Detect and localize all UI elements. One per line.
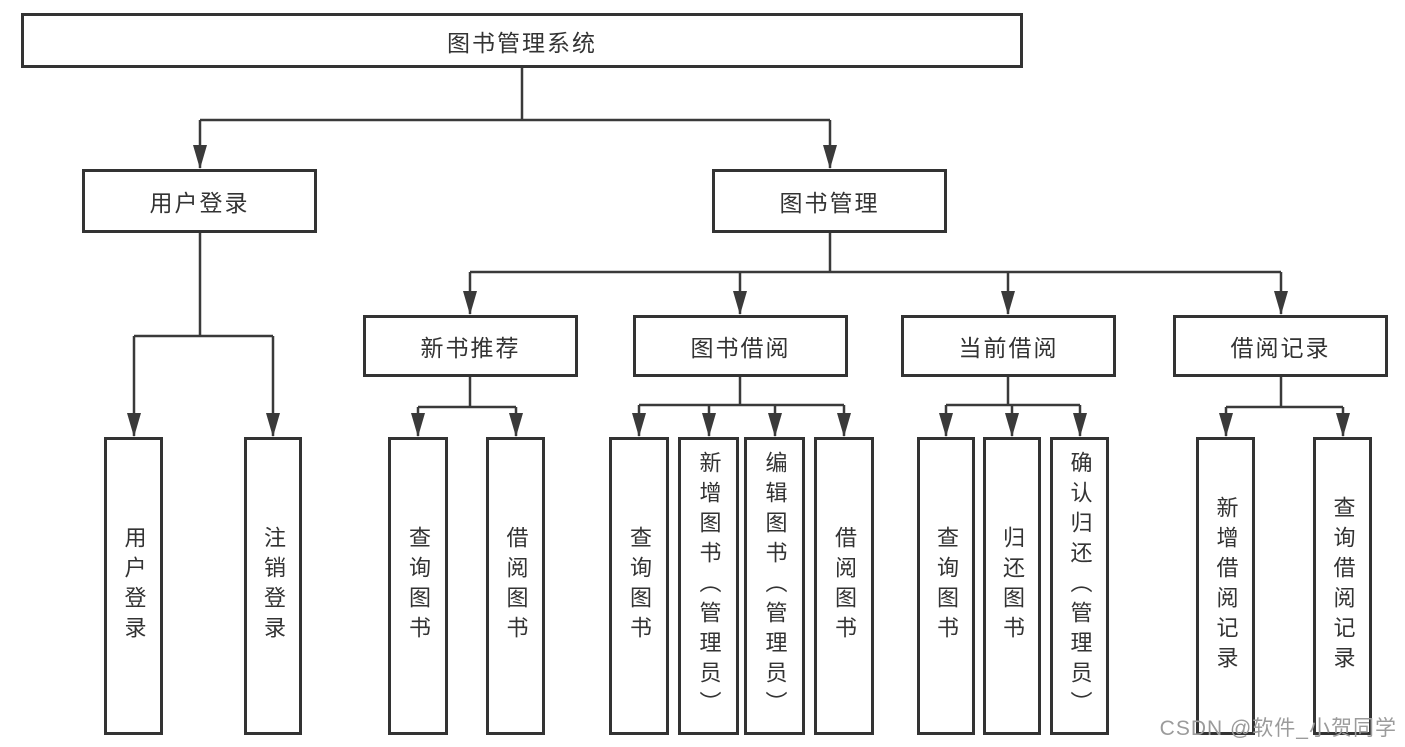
node-label: 用户登录 [121, 526, 147, 646]
node-label: 借阅记录 [1230, 335, 1331, 361]
node-library-management-system: 图书管理系统 [21, 13, 1023, 68]
node-label: 查询图书 [406, 526, 431, 646]
node-label: 查询图书 [627, 526, 652, 646]
leaf-borrow-books: 借阅图书 [814, 437, 874, 735]
leaf-borrow-books-recommend: 借阅图书 [486, 437, 545, 735]
node-label: 归还图书 [1000, 526, 1025, 646]
node-new-book-recommend: 新书推荐 [363, 315, 578, 377]
node-label: 查询图书 [934, 526, 959, 646]
connector-book-borrow-children [632, 377, 851, 437]
node-label: 借阅图书 [503, 526, 529, 646]
leaf-add-borrow-record: 新增借阅记录 [1196, 437, 1255, 735]
node-label: 用户登录 [149, 190, 250, 216]
node-label: 图书管理 [779, 190, 880, 216]
leaf-edit-books-admin: 编辑图书（管理员） [744, 437, 805, 735]
node-label: 新书推荐 [420, 335, 521, 361]
leaf-confirm-return-admin: 确认归还（管理员） [1050, 437, 1109, 735]
connector-borrow-records-children [1219, 377, 1350, 437]
connector-user-login-children [127, 233, 280, 437]
node-label: 注销登录 [261, 526, 286, 646]
connector-new-book-recommend-children [411, 377, 523, 437]
node-label: 查询借阅记录 [1330, 496, 1356, 676]
node-label: 图书借阅 [690, 335, 791, 361]
leaf-return-books: 归还图书 [983, 437, 1041, 735]
csdn-watermark: CSDN @软件_小贺同学 [1159, 717, 1397, 740]
node-label: 确认归还（管理员） [1067, 451, 1093, 721]
node-label: 当前借阅 [958, 335, 1059, 361]
leaf-query-books-borrow: 查询图书 [609, 437, 669, 735]
node-label: 新增借阅记录 [1213, 496, 1239, 676]
node-current-borrow: 当前借阅 [901, 315, 1116, 377]
leaf-query-borrow-record: 查询借阅记录 [1313, 437, 1372, 735]
node-borrow-records: 借阅记录 [1173, 315, 1388, 377]
connector-book-management-children [463, 233, 1288, 315]
leaf-query-books-current: 查询图书 [917, 437, 975, 735]
leaf-query-books-recommend: 查询图书 [388, 437, 448, 735]
connector-root-to-level2 [193, 67, 837, 169]
leaf-add-books-admin: 新增图书（管理员） [678, 437, 739, 735]
node-book-borrow: 图书借阅 [633, 315, 848, 377]
node-book-management: 图书管理 [712, 169, 947, 233]
leaf-user-login: 用户登录 [104, 437, 163, 735]
node-label: 图书管理系统 [447, 29, 597, 56]
node-label: 借阅图书 [832, 526, 857, 646]
node-label: 编辑图书（管理员） [762, 451, 788, 721]
node-label: 新增图书（管理员） [696, 451, 722, 721]
connector-current-borrow-children [939, 377, 1087, 437]
leaf-logout: 注销登录 [244, 437, 302, 735]
node-user-login: 用户登录 [82, 169, 317, 233]
